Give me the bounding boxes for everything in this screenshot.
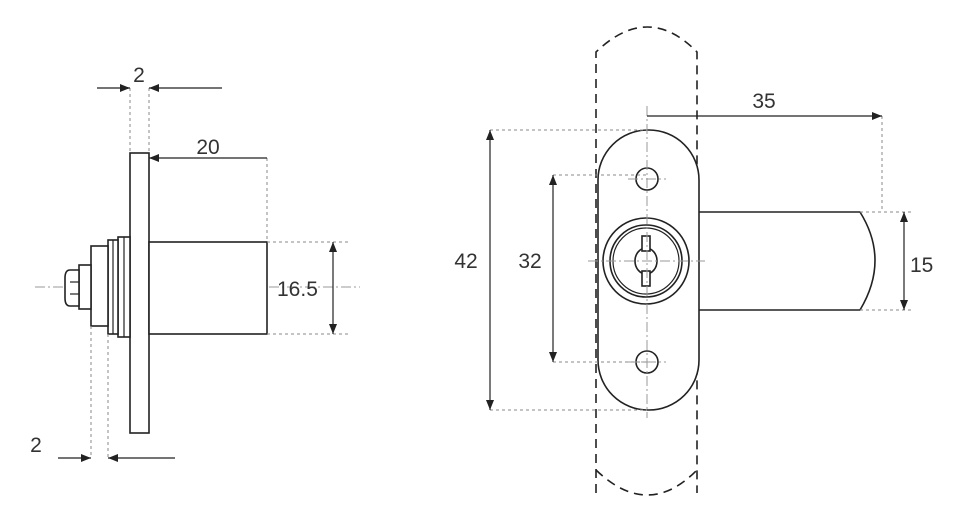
- side-view: 2 20 16.5 2: [30, 64, 360, 462]
- dim-body-diameter: 16.5: [277, 278, 318, 301]
- dim-collar-offset: 2: [30, 434, 42, 457]
- dim-body-length: 20: [196, 136, 219, 159]
- dim-overall-height: 42: [454, 250, 477, 273]
- keyway-slot-top: [641, 235, 651, 252]
- key-cylinder: [78, 264, 92, 310]
- key-plug: [64, 269, 80, 307]
- dim-bolt-length: 35: [752, 90, 775, 113]
- lock-body: [148, 241, 268, 335]
- mounting-flange: [129, 152, 150, 434]
- front-view: 35 42 32 15: [454, 26, 933, 496]
- dim-hole-spacing: 32: [518, 250, 541, 273]
- dim-flange-thickness: 2: [133, 64, 145, 87]
- keyway-slot-bottom: [641, 270, 651, 287]
- collar-head: [90, 245, 109, 327]
- bolt: [696, 211, 876, 311]
- door-outline: [595, 26, 698, 493]
- door-outline-bottom: [595, 469, 698, 496]
- dim-bolt-height: 15: [910, 254, 933, 277]
